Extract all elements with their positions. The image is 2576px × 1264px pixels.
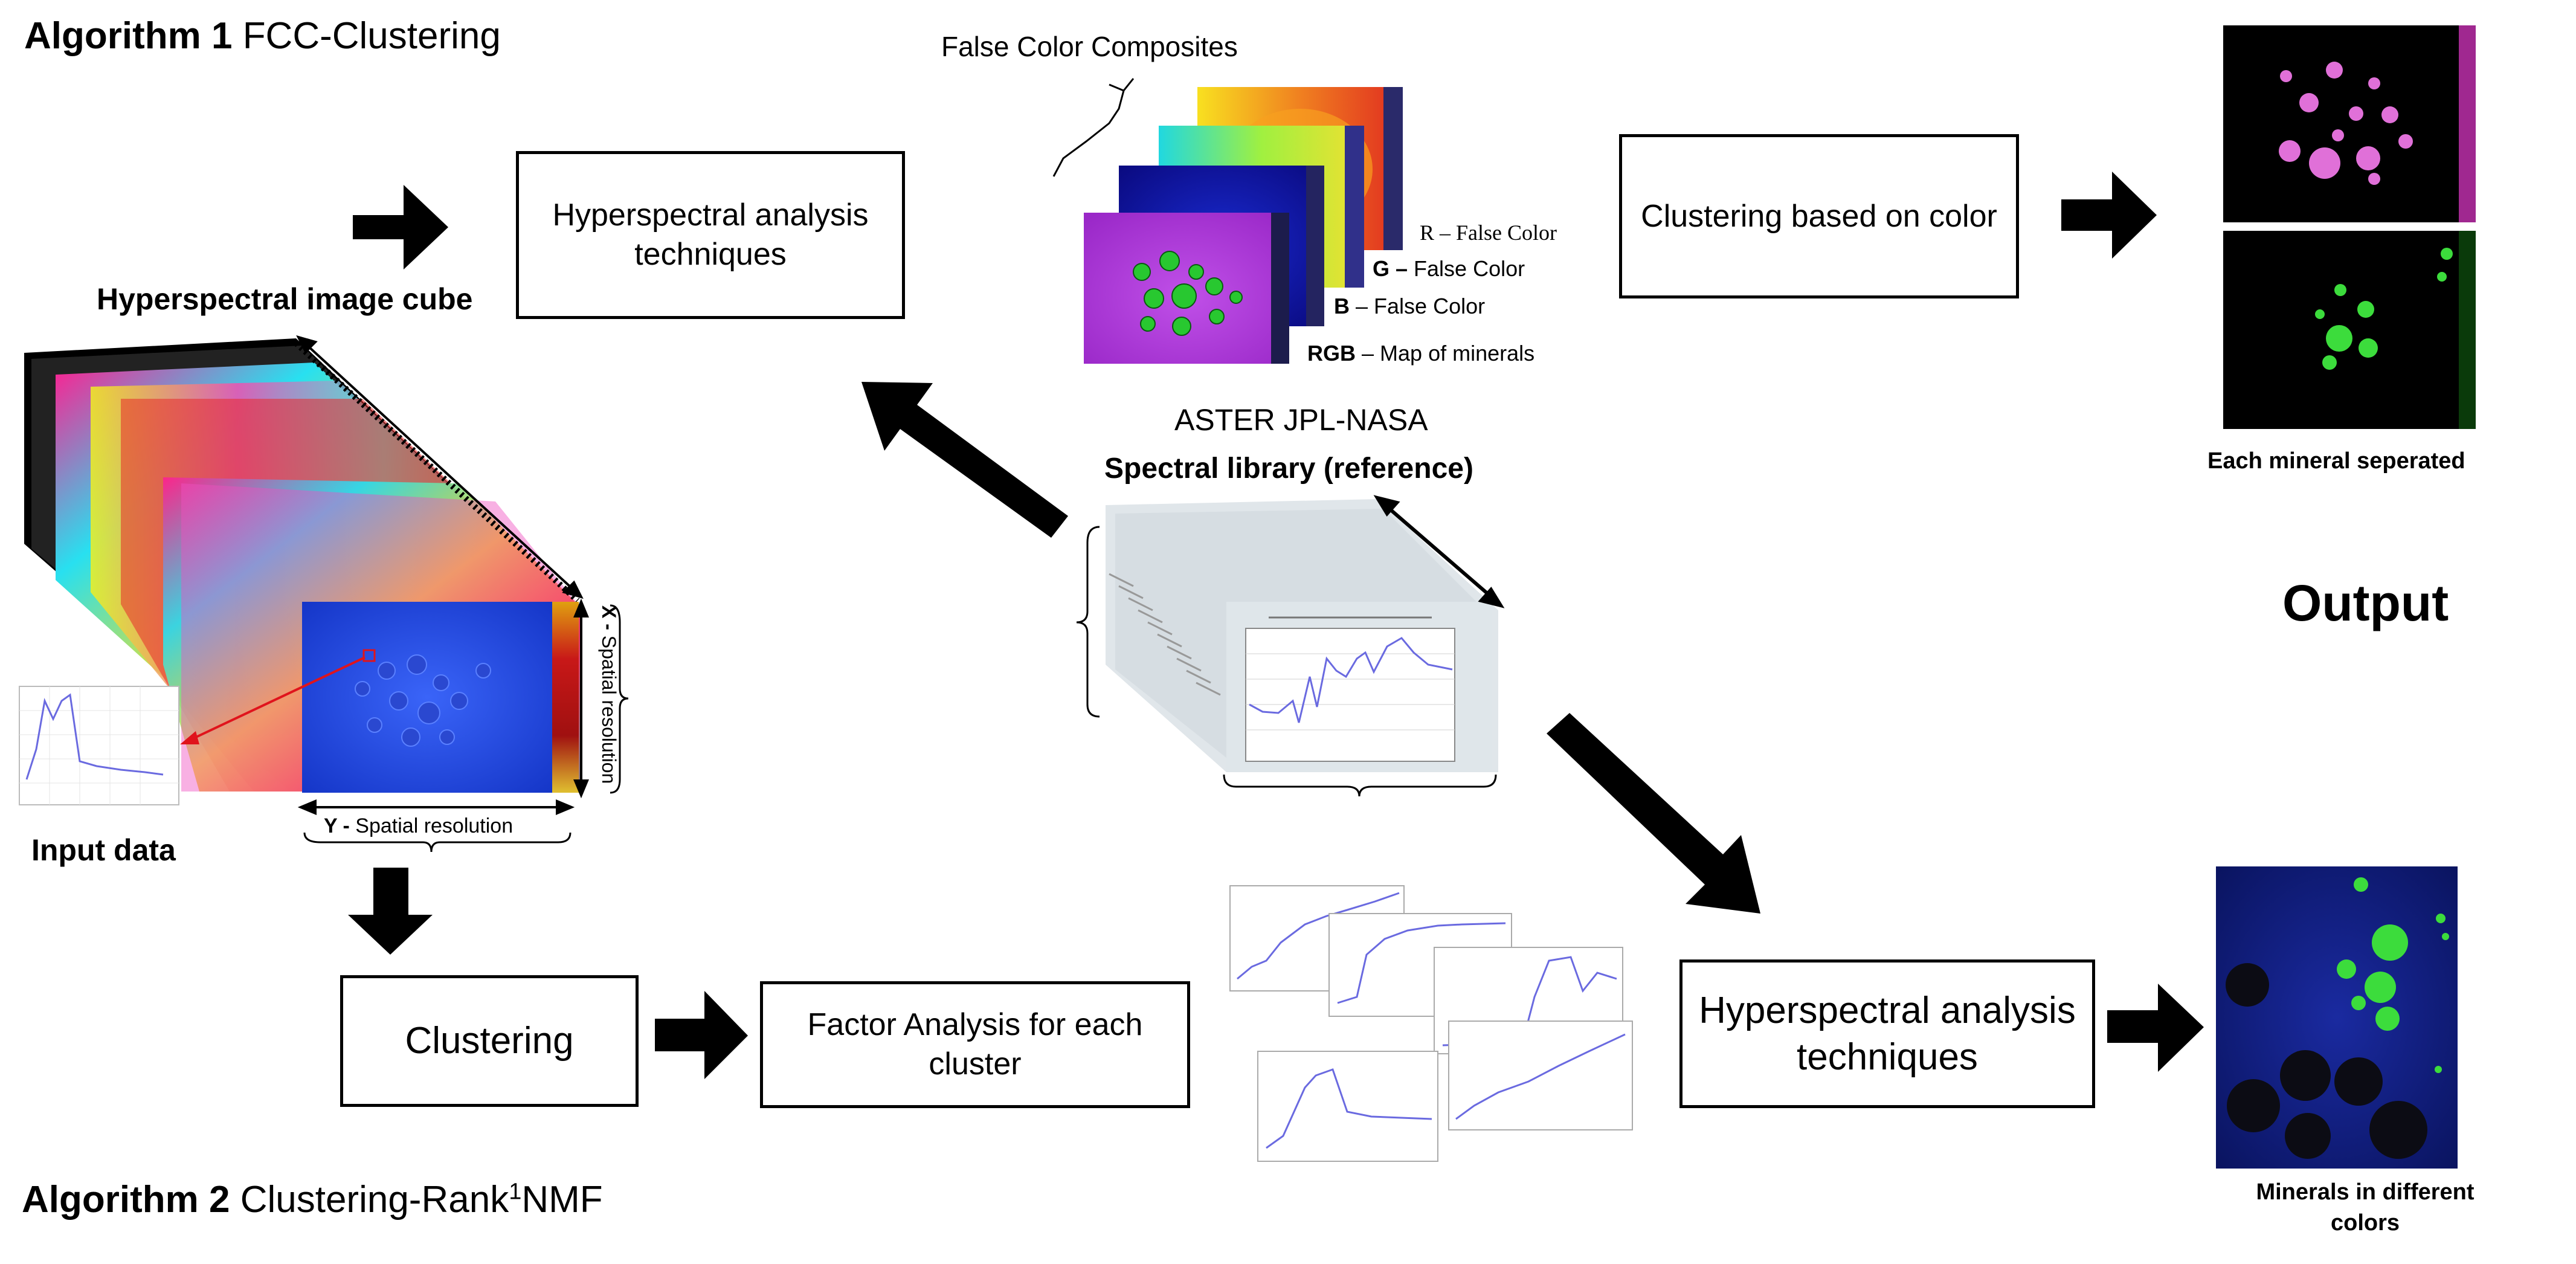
clustering-label: Clustering <box>405 1020 574 1062</box>
fcc-mineral-spots <box>1133 251 1243 336</box>
factor-analysis-box: Factor Analysis for each cluster <box>760 981 1190 1108</box>
b-prefix: B <box>1334 294 1350 318</box>
false-color-composites-stack <box>1084 87 1403 364</box>
fcc-brace-tip <box>1109 83 1124 92</box>
b-false-color-label: B – False Color <box>1334 294 1485 319</box>
input-data-label: Input data <box>31 833 176 867</box>
spectral-library-stack <box>1106 499 1498 772</box>
minerals-colors-text: Minerals in different colors <box>2256 1179 2475 1236</box>
minerals-colors-label: Minerals in different colors <box>2229 1177 2501 1239</box>
factor-plots <box>1229 885 1633 1162</box>
algorithm-1-title: Algorithm 1 FCC-Clustering <box>24 15 501 57</box>
algorithm-1-prefix: Algorithm 1 <box>24 15 233 57</box>
clustering-box: Clustering <box>340 975 639 1107</box>
b-suffix: – False Color <box>1356 294 1486 318</box>
output-pink-minerals <box>2223 25 2476 222</box>
rgb-prefix: RGB <box>1307 341 1356 366</box>
x-resolution-arrow <box>573 598 589 799</box>
algorithm-2-name-suffix: NMF <box>521 1179 603 1220</box>
output-mineral-map <box>2216 866 2458 1169</box>
g-suffix: False Color <box>1414 256 1525 281</box>
arrow-cube-to-clustering <box>348 868 433 955</box>
false-color-composites-label: False Color Composites <box>941 31 1238 62</box>
arrow-clustering-color-to-output <box>2061 172 2157 259</box>
output-green-minerals <box>2223 231 2476 429</box>
r-suffix: – False Color <box>1440 221 1557 245</box>
z-resolution-arrow <box>296 335 584 599</box>
g-prefix: G – <box>1373 256 1408 281</box>
y-resolution-label: Y - Spatial resolution <box>324 814 513 838</box>
clustering-color-label: Clustering based on color <box>1641 198 1997 234</box>
hyperspectral-analysis-box-top: Hyperspectral analysis techniques <box>516 151 905 319</box>
r-false-color-label: R – False Color <box>1420 220 1557 245</box>
hyperspectral-analysis-top-label: Hyperspectral analysis techniques <box>552 198 869 272</box>
selected-pixel-marker <box>362 649 376 662</box>
factor-plot-5 <box>1448 1021 1633 1130</box>
each-mineral-label: Each mineral seperated <box>2207 448 2465 474</box>
r-prefix: R <box>1420 221 1435 245</box>
pixel-spectrum-arrow <box>190 656 365 741</box>
spectral-left-brace <box>1076 526 1100 718</box>
factor-analysis-label: Factor Analysis for each cluster <box>807 1007 1143 1082</box>
arrow-clustering-to-factor <box>655 991 748 1079</box>
cube-side-face <box>552 602 579 793</box>
g-false-color-label: G – False Color <box>1373 256 1525 282</box>
spectral-library-label: Spectral library (reference) <box>1104 453 1473 485</box>
arrow-spectral-to-hsa-top <box>861 382 1068 538</box>
pixel-arrow-head <box>180 731 199 744</box>
arrow-hsa-bottom-to-output <box>2107 984 2204 1072</box>
fcc-brace <box>1052 78 1135 177</box>
input-spectrum-plot <box>19 686 179 805</box>
hyperspectral-analysis-bottom-label: Hyperspectral analysis techniques <box>1699 989 2076 1079</box>
rgb-suffix: – Map of minerals <box>1362 341 1535 366</box>
output-label: Output <box>2282 575 2449 631</box>
y-resolution-text: Spatial resolution <box>355 814 514 837</box>
algorithm-2-prefix: Algorithm 2 <box>22 1179 230 1220</box>
algorithm-1-name: FCC-Clustering <box>242 15 501 57</box>
spectral-depth-arrow <box>1373 495 1505 608</box>
cube-front-minerals <box>355 654 491 747</box>
hyperspectral-cube-label: Hyperspectral image cube <box>97 282 473 316</box>
clustering-based-on-color-box: Clustering based on color <box>1619 134 2019 298</box>
algorithm-2-superscript: 1 <box>509 1179 522 1205</box>
algorithm-2-title: Algorithm 2 Clustering-Rank1NMF <box>22 1178 603 1221</box>
y-resolution-arrow <box>297 799 575 815</box>
algorithm-2-name: Clustering-Rank <box>240 1179 509 1220</box>
x-brace <box>610 604 629 794</box>
arrow-to-hsa-top <box>353 185 448 269</box>
hyperspectral-analysis-box-bottom: Hyperspectral analysis techniques <box>1679 959 2095 1108</box>
cube-front-face <box>302 602 552 793</box>
rgb-map-label: RGB – Map of minerals <box>1307 341 1534 366</box>
y-resolution-prefix: Y - <box>324 814 350 837</box>
spectral-bottom-brace <box>1223 774 1497 797</box>
factor-plot-4 <box>1257 1051 1438 1162</box>
arrow-spectral-to-hsa-bottom <box>1547 713 1760 914</box>
aster-label: ASTER JPL-NASA <box>1174 403 1428 437</box>
y-brace <box>303 832 572 853</box>
